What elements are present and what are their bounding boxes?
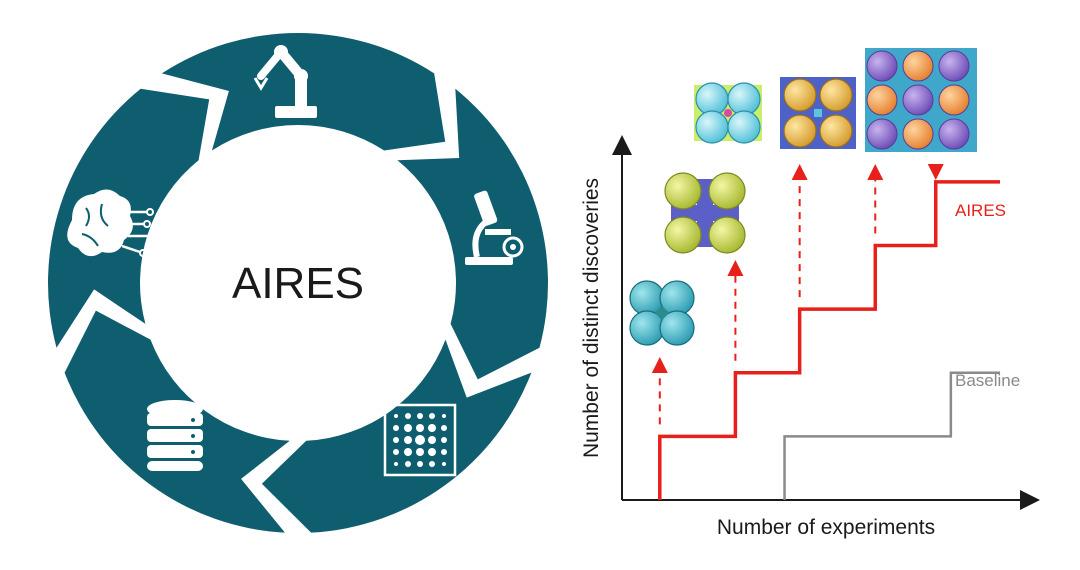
crystal-structure-icon: [694, 82, 762, 144]
cycle-segment: [261, 339, 532, 533]
microscope-icon: [465, 190, 524, 265]
x-axis-label: Number of experiments: [717, 516, 935, 539]
series-line-baseline: [783, 371, 1000, 500]
database-icon: [147, 400, 203, 471]
y-axis-label: Number of distinct discoveries: [580, 178, 603, 458]
series-label-baseline: Baseline: [955, 371, 1020, 390]
discoveries-chart: Number of experiments Number of distinct…: [580, 135, 1040, 539]
diffraction-pattern-icon: [383, 403, 457, 477]
cycle-center-label: AIRES: [232, 259, 364, 308]
robot-arm-icon: [253, 45, 317, 118]
series-label-aires: AIRES: [955, 201, 1006, 220]
crystal-structure-icon: [629, 280, 695, 346]
series-line-aires: [658, 180, 1000, 500]
ai-brain-icon: [67, 189, 157, 257]
crystal-structure-icon: [780, 77, 856, 149]
crystal-structure-icon: [664, 172, 746, 254]
crystal-structure-icon: [865, 48, 977, 152]
cycle-segment: [397, 88, 548, 380]
